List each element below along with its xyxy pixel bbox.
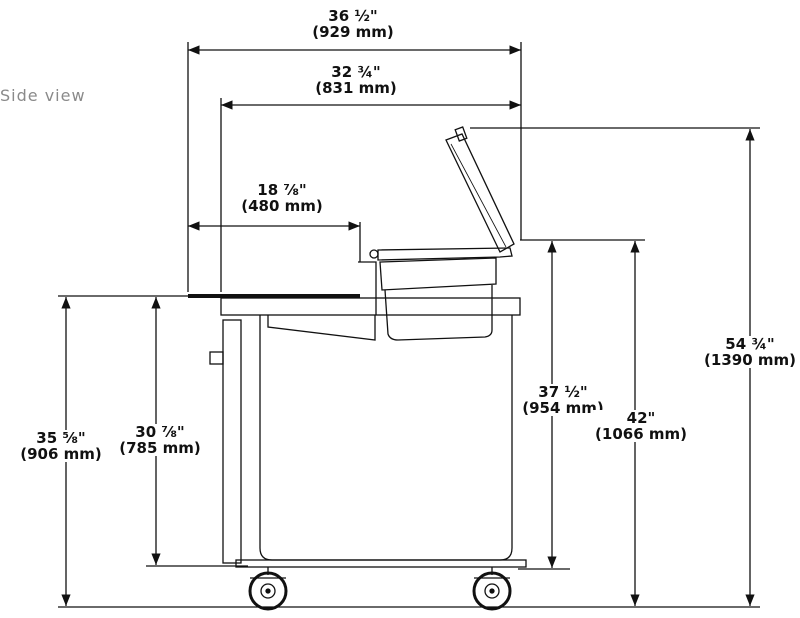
dim-cabinet-height: 30 ⅞" (785 mm) — [117, 423, 203, 457]
dim-height-to-rail: 37 ½" (954 mm) — [520, 383, 606, 417]
dim-body-width: 32 ¾" (831 mm) — [315, 63, 397, 97]
prep-table-outline — [188, 126, 527, 611]
dimension-lines — [61, 45, 755, 606]
dim-overall-height: 54 ¾" (1390 mm) — [702, 335, 798, 369]
view-title: Side view — [0, 86, 86, 105]
dim-cutting-board-depth: 18 ⅞" (480 mm) — [241, 181, 323, 215]
dim-overall-width: 36 ½" (929 mm) — [312, 7, 394, 41]
dim-work-surface-height: 35 ⅝" (906 mm) — [18, 429, 104, 463]
extension-lines — [58, 42, 760, 608]
dim-height-to-top: 42" (1066 mm) — [593, 409, 689, 443]
